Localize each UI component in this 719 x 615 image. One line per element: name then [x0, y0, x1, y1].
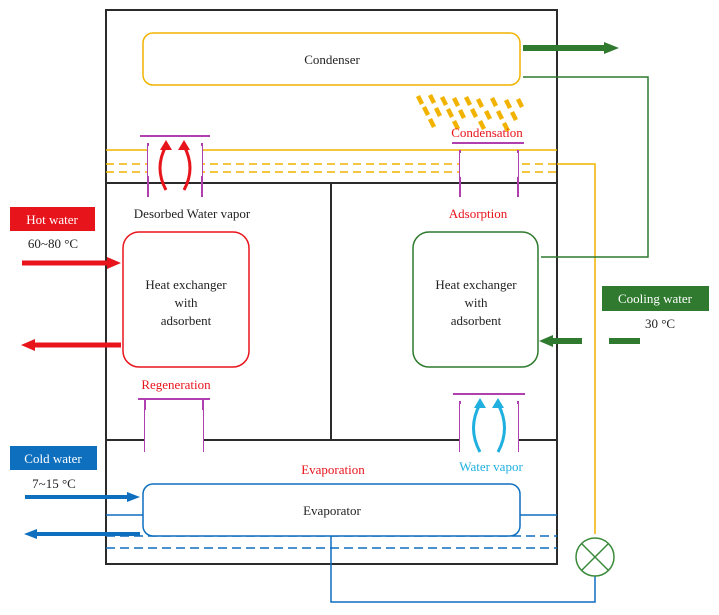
left-exchanger-line-2: with	[174, 295, 198, 310]
water-vapor-arrows	[472, 403, 506, 453]
adsorption-label: Adsorption	[449, 206, 508, 221]
left-exchanger-line-3: adsorbent	[161, 313, 212, 328]
hot-water-temp: 60~80 °C	[28, 236, 78, 251]
cooling-water-inlet-arrow	[539, 335, 582, 347]
condensation-droplets	[416, 94, 524, 132]
water-vapor-arrowheads	[474, 398, 504, 408]
evaporation-valve	[453, 393, 525, 452]
hot-water-tag	[10, 207, 95, 231]
condenser-label: Condenser	[304, 52, 360, 67]
right-exchanger-line-3: adsorbent	[451, 313, 502, 328]
left-heat-exchanger	[122, 231, 250, 368]
refrigerant-return-pipe	[330, 536, 596, 603]
expansion-valve-icon	[575, 537, 615, 577]
left-exchanger-line-1: Heat exchanger	[145, 277, 227, 292]
desorbed-vapor-arrowheads	[160, 140, 190, 150]
water-vapor-label: Water vapor	[459, 459, 523, 474]
condenser-box	[142, 32, 521, 86]
right-heat-exchanger	[412, 231, 539, 368]
cold-water-label: Cold water	[24, 451, 82, 466]
cooling-water-loop-pipe	[523, 76, 649, 258]
adsorption-valve	[452, 142, 524, 197]
hot-water-outlet-arrow	[21, 339, 121, 351]
desorption-valve	[140, 135, 210, 197]
cold-water-inlet-arrow	[25, 492, 140, 502]
regeneration-label: Regeneration	[141, 377, 211, 392]
evaporator-label: Evaporator	[303, 503, 361, 518]
hot-water-label: Hot water	[26, 212, 78, 227]
regeneration-valve	[138, 398, 210, 454]
evaporation-label: Evaporation	[301, 462, 365, 477]
cooling-water-temp: 30 °C	[645, 316, 675, 331]
cooling-water-outlet-arrow	[523, 42, 619, 54]
desorbed-vapor-label: Desorbed Water vapor	[134, 206, 251, 221]
condensation-label: Condensation	[451, 125, 523, 140]
cold-water-temp: 7~15 °C	[32, 476, 76, 491]
cooling-water-tag	[602, 286, 709, 311]
cooling-water-label: Cooling water	[618, 291, 693, 306]
hot-water-inlet-arrow	[22, 257, 121, 269]
cold-water-tag	[10, 446, 97, 470]
right-exchanger-line-1: Heat exchanger	[435, 277, 517, 292]
cold-water-outlet-arrow	[24, 529, 140, 539]
right-exchanger-line-2: with	[464, 295, 488, 310]
